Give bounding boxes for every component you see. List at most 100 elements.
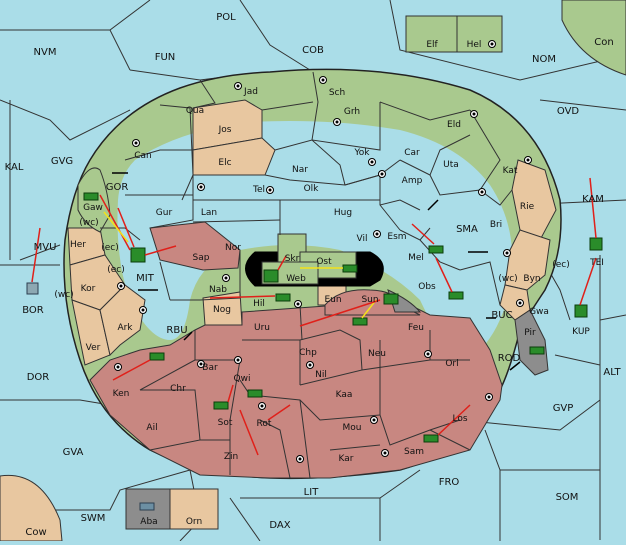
sea-label-bor: BOR (22, 305, 44, 316)
label-ver: Ver (86, 343, 101, 353)
label-kaa: Kaa (336, 390, 353, 400)
unit-hil[interactable] (275, 293, 291, 302)
unit-sun[interactable] (383, 293, 399, 305)
label-yok: Yok (353, 148, 370, 158)
passage-rbu (183, 331, 193, 341)
label-sam: Sam (404, 447, 424, 457)
supply-centers (114, 40, 532, 463)
label-obs: Obs (418, 282, 436, 292)
sea-label-ec-byn: (ec) (552, 260, 570, 270)
unit-web[interactable] (263, 269, 279, 283)
label-esm: Esm (387, 232, 406, 242)
label-web: Web (286, 274, 306, 284)
unit-sot[interactable] (213, 401, 229, 410)
arrow-sun-yellow (361, 299, 377, 319)
label-kup: KUP (572, 327, 590, 337)
sea-label-wc-byn: (wc) (498, 274, 517, 284)
label-aba: Aba (140, 517, 157, 527)
label-sap: Sap (193, 253, 210, 263)
label-chr: Chr (170, 384, 186, 394)
land-jos[interactable] (192, 99, 263, 151)
sea-label-rod: ROD (498, 353, 521, 364)
arrow-mel-obs (435, 257, 453, 293)
unit-kup[interactable] (574, 304, 588, 318)
sea-label-nom: NOM (532, 54, 556, 65)
land-ark[interactable] (99, 284, 146, 356)
passage-markers (112, 172, 521, 371)
label-gaw: Gaw (83, 203, 103, 213)
unit-sap[interactable] (130, 247, 146, 263)
arrow-nab-hil (209, 295, 276, 299)
arrow-gaw-sap (99, 194, 131, 251)
sea-label-gvg: GVG (51, 156, 73, 167)
sea-label-ec-kor: (ec) (107, 265, 125, 275)
unit-sam[interactable] (423, 434, 439, 443)
unit-qwi[interactable] (247, 389, 263, 398)
sea-label-fro: FRO (439, 477, 460, 488)
label-can: Can (134, 151, 152, 161)
arrow-qwi-sot (227, 384, 234, 403)
land-south-body[interactable] (89, 299, 503, 479)
sea-label-ec-gaw: (ec) (101, 243, 119, 253)
order-arrows (31, 177, 597, 456)
label-car: Car (404, 148, 420, 158)
label-mel: Mel (408, 253, 424, 263)
label-her: Her (70, 240, 86, 250)
label-grh: Grh (344, 107, 360, 117)
unit-obs[interactable] (448, 291, 464, 300)
label-kor: Kor (81, 284, 96, 294)
unit-pir[interactable] (529, 346, 545, 355)
label-los: Los (452, 414, 467, 424)
passage-rod (509, 361, 521, 371)
label-zin: Zin (224, 452, 238, 462)
label-nar: Nar (292, 165, 308, 175)
label-elc: Elc (218, 158, 231, 168)
sea-label-kal: KAL (5, 162, 24, 173)
label-nil: Nil (315, 370, 327, 380)
label-bri: Bri (490, 220, 502, 230)
unit-ost[interactable] (342, 264, 358, 273)
unit-gaw[interactable] (83, 192, 99, 201)
sea-label-nvm: NVM (34, 47, 57, 58)
label-amp: Amp (402, 176, 423, 186)
unit-tei[interactable] (589, 237, 603, 251)
arrow-zin-rot (239, 409, 259, 456)
sea-label-cob: COB (302, 45, 324, 56)
sea-label-pol: POL (216, 12, 236, 23)
sea-label-swm: SWM (81, 513, 106, 524)
land-pir[interactable] (514, 309, 549, 376)
land-cow[interactable] (0, 474, 63, 542)
label-bar: Bar (202, 363, 218, 373)
label-olk: Olk (304, 184, 320, 194)
label-lan: Lan (201, 208, 217, 218)
label-ark: Ark (117, 323, 133, 333)
label-sot: Sot (218, 418, 233, 428)
label-qua: Qua (186, 106, 204, 116)
sea-label-dax: DAX (269, 520, 290, 531)
sea-label-kam: KAM (582, 194, 604, 205)
label-chp: Chp (299, 348, 317, 358)
label-uru: Uru (254, 323, 270, 333)
unit-sun-fleet[interactable] (352, 317, 368, 326)
land-orn[interactable] (169, 488, 219, 530)
arrow-rot-sot (267, 404, 291, 421)
arrow-hil-sun (299, 299, 381, 327)
sea-label-sma: SMA (456, 224, 478, 235)
unit-ken[interactable] (149, 352, 165, 361)
land-elf[interactable] (405, 15, 458, 53)
sea-label-gvp: GVP (553, 403, 574, 414)
unit-aba[interactable] (139, 502, 155, 511)
label-tel: Tel (252, 185, 265, 195)
sea-label-som: SOM (556, 492, 579, 503)
tan-regions (67, 99, 557, 366)
label-hug: Hug (334, 208, 352, 218)
sea-label-wc-gaw: (wc) (79, 218, 98, 228)
unit-bor[interactable] (26, 282, 39, 295)
inner-sea (117, 121, 513, 354)
unit-mel[interactable] (428, 245, 444, 254)
arrow-los-sam (437, 404, 471, 436)
units (26, 192, 603, 511)
internal-borders (100, 71, 513, 479)
label-qwi: Qwi (234, 374, 251, 384)
